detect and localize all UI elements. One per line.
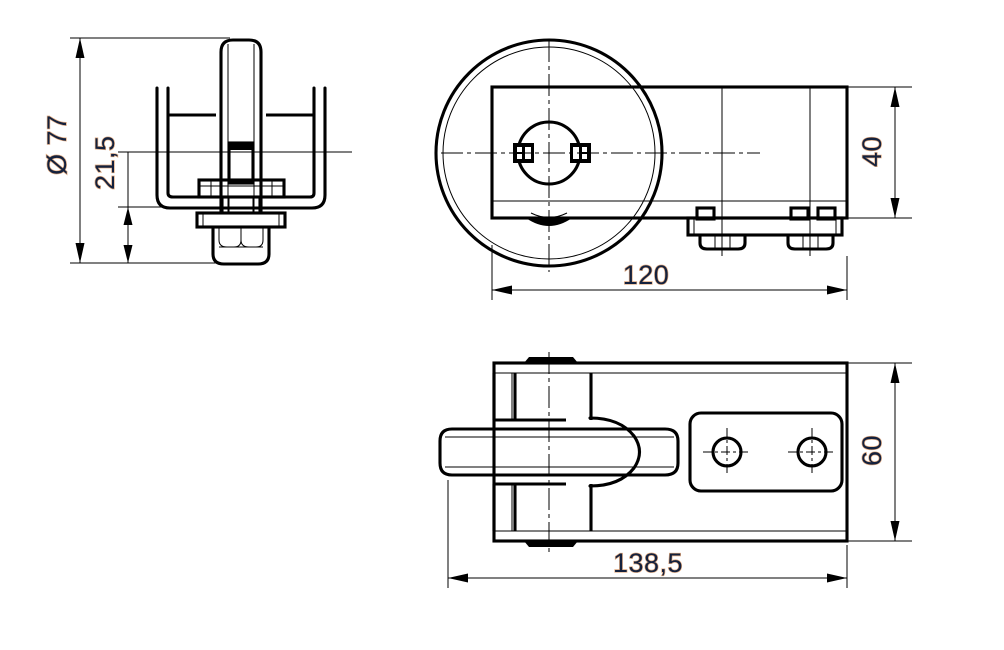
dimension-label-21-5: 21,5 (90, 135, 120, 190)
arrowhead-down (890, 198, 900, 218)
arrowhead-up (75, 38, 85, 58)
arrowhead-down (123, 245, 133, 263)
dimension-label-21-5-halo: 21,5 (90, 135, 120, 190)
top-view-pin-caps (524, 357, 578, 547)
side-view: Ø 77 Ø 77 21,5 21,5 (41, 37, 352, 266)
top-view-body-rect (492, 361, 849, 543)
dimension-height-21-5: 21,5 21,5 (89, 135, 230, 263)
dimension-length-120: 120 120 (491, 245, 848, 300)
dimension-label-diameter-77-halo: Ø 77 (42, 114, 72, 175)
dimension-label-60: 60 (857, 435, 887, 466)
dimension-label-40-halo: 40 (857, 136, 887, 167)
arrowhead-up (123, 207, 133, 225)
front-view: 120 120 40 40 (434, 38, 912, 300)
dimension-label-138-5-halo: 138,5 (613, 548, 683, 578)
arrowhead-right (827, 573, 847, 583)
top-view-mounting-hole-2 (788, 428, 836, 476)
arrowhead-up (890, 363, 900, 383)
front-view-mounting-plate (686, 206, 844, 237)
top-view-mounting-hole-1 (703, 428, 751, 476)
top-view-mounting-pad (688, 411, 844, 493)
dimension-diameter-77: Ø 77 Ø 77 (41, 37, 230, 264)
side-view-bolt-boss (227, 141, 255, 185)
dimension-label-120-halo: 120 (623, 260, 670, 290)
dimension-height-40: 40 40 (847, 86, 912, 219)
arrowhead-left (492, 285, 512, 295)
top-view-blade-bar (438, 427, 680, 477)
arrowhead-down (75, 243, 85, 263)
side-view-hex-nut (211, 225, 271, 266)
top-view: 138,5 138,5 60 60 (438, 352, 912, 588)
dimension-label-40: 40 (857, 136, 887, 167)
dimension-width-60: 60 60 (847, 362, 912, 542)
arrowhead-down (890, 521, 900, 541)
dimension-length-138-5: 138,5 138,5 (447, 480, 848, 588)
arrowhead-right (827, 285, 847, 295)
arrowhead-up (890, 87, 900, 107)
side-view-clamp-plate (197, 178, 286, 199)
top-view-fork-arc (588, 416, 642, 488)
top-view-clevis-plates (492, 373, 593, 531)
dimension-label-138-5: 138,5 (613, 548, 683, 578)
side-view-bolt-shank (220, 197, 262, 213)
dimension-label-120: 120 (623, 260, 670, 290)
dimension-label-60-halo: 60 (857, 435, 887, 466)
dimension-label-diameter-77: Ø 77 (42, 114, 72, 175)
arrowhead-left (448, 573, 468, 583)
